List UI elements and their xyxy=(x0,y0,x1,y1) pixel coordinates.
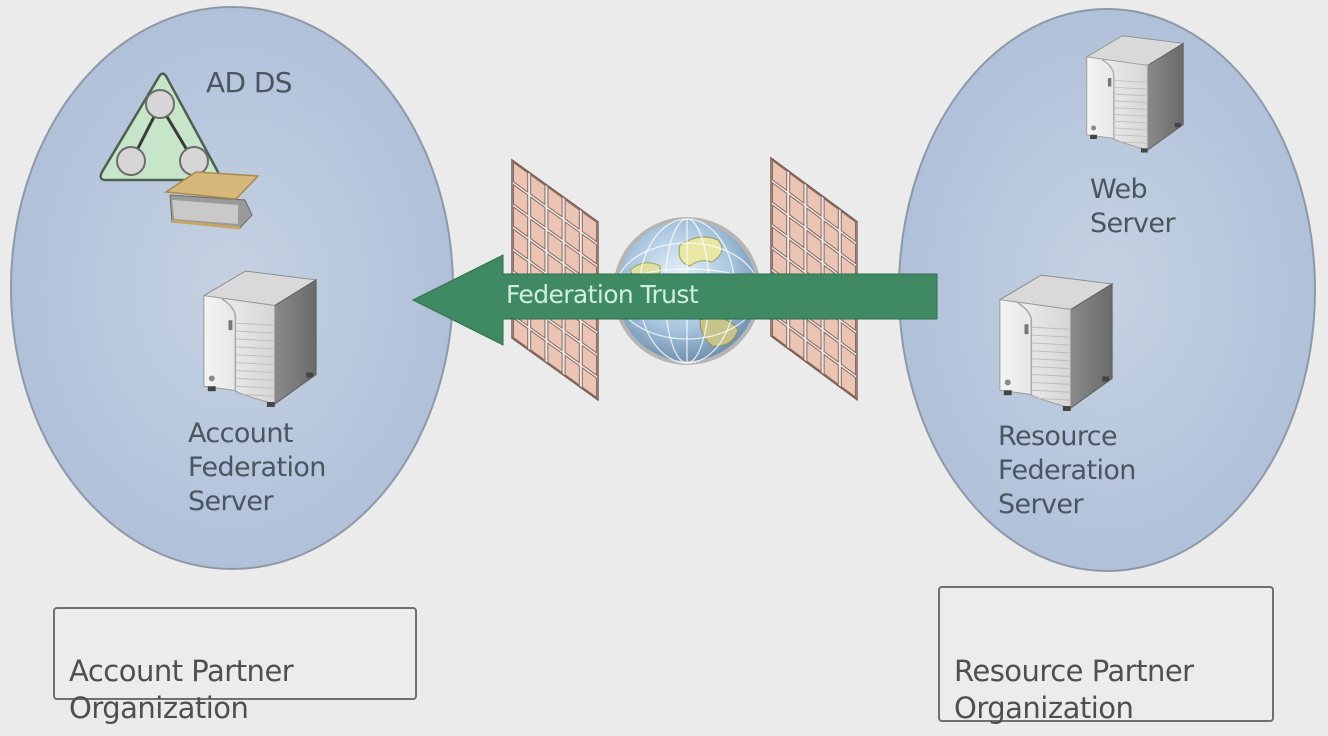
firewall-brick xyxy=(840,366,856,399)
firewall-brick xyxy=(806,229,822,262)
federation-trust-label: Federation Trust xyxy=(506,280,699,309)
firewall-brick xyxy=(513,317,529,349)
firewall-brick xyxy=(840,321,856,354)
firewall-brick xyxy=(823,197,839,230)
firewall-brick xyxy=(547,186,563,218)
firewall-brick xyxy=(564,198,580,231)
firewall-brick xyxy=(806,340,822,373)
resource-partner-org-label: Resource Partner Organization xyxy=(954,654,1194,725)
web-server-label: Web Server xyxy=(1090,174,1176,239)
firewall-brick xyxy=(772,159,788,192)
firewall-brick xyxy=(530,173,546,206)
firewall-brick xyxy=(547,208,563,241)
firewall-brick xyxy=(772,226,788,259)
firewall-brick xyxy=(789,216,805,249)
firewall-brick xyxy=(547,342,563,374)
firewall-brick xyxy=(772,204,788,236)
account-federation-server-label: Account Federation Server xyxy=(188,418,326,517)
firewall-brick xyxy=(823,220,839,252)
firewall-brick xyxy=(772,315,788,348)
firewall-brick xyxy=(513,206,529,238)
firewall-brick xyxy=(564,332,580,364)
firewall-brick xyxy=(513,161,529,194)
resource-federation-server-label: Resource Federation Server xyxy=(998,421,1136,520)
adds-icon xyxy=(99,72,220,182)
firewall-brick xyxy=(789,194,805,227)
firewall-brick xyxy=(789,328,805,360)
firewall-brick xyxy=(789,172,805,205)
firewall-brick xyxy=(530,240,546,273)
federation-trust-arrow xyxy=(411,254,938,346)
firewall-brick xyxy=(581,322,597,354)
firewall-brick xyxy=(513,228,529,260)
firewall-brick xyxy=(564,354,580,386)
account-federation-server-icon xyxy=(203,270,317,408)
firewall-brick xyxy=(547,230,563,263)
firewall-brick xyxy=(789,239,805,271)
resource-partner-org-box: Resource Partner Organization xyxy=(938,586,1274,725)
resource-federation-server-icon xyxy=(999,274,1113,412)
firewall-brick xyxy=(823,353,839,386)
firewall-brick xyxy=(530,329,546,362)
adds-label: AD DS xyxy=(206,66,293,99)
account-partner-org-label: Account Partner Organization xyxy=(69,654,294,725)
firewall-brick xyxy=(581,211,597,243)
firewall-brick xyxy=(513,183,529,216)
firewall-brick xyxy=(806,185,822,217)
firewall-brick xyxy=(823,331,839,364)
firewall-brick xyxy=(840,344,856,376)
firewall-brick xyxy=(581,366,597,399)
firewall-brick xyxy=(806,318,822,351)
firewall-brick xyxy=(840,232,856,265)
firewall-brick xyxy=(806,207,822,240)
firewall-brick xyxy=(547,319,563,352)
account-partner-org-box: Account Partner Organization xyxy=(53,607,417,725)
firewall-brick xyxy=(564,221,580,253)
firewall-brick xyxy=(530,196,546,228)
directory-book-icon xyxy=(163,171,260,230)
firewall-brick xyxy=(581,344,597,377)
firewall-brick xyxy=(840,210,856,243)
firewall-brick xyxy=(772,181,788,214)
web-server-icon xyxy=(1086,35,1184,154)
firewall-brick xyxy=(823,242,839,275)
firewall-brick xyxy=(530,218,546,250)
firewall-brick xyxy=(581,233,597,265)
